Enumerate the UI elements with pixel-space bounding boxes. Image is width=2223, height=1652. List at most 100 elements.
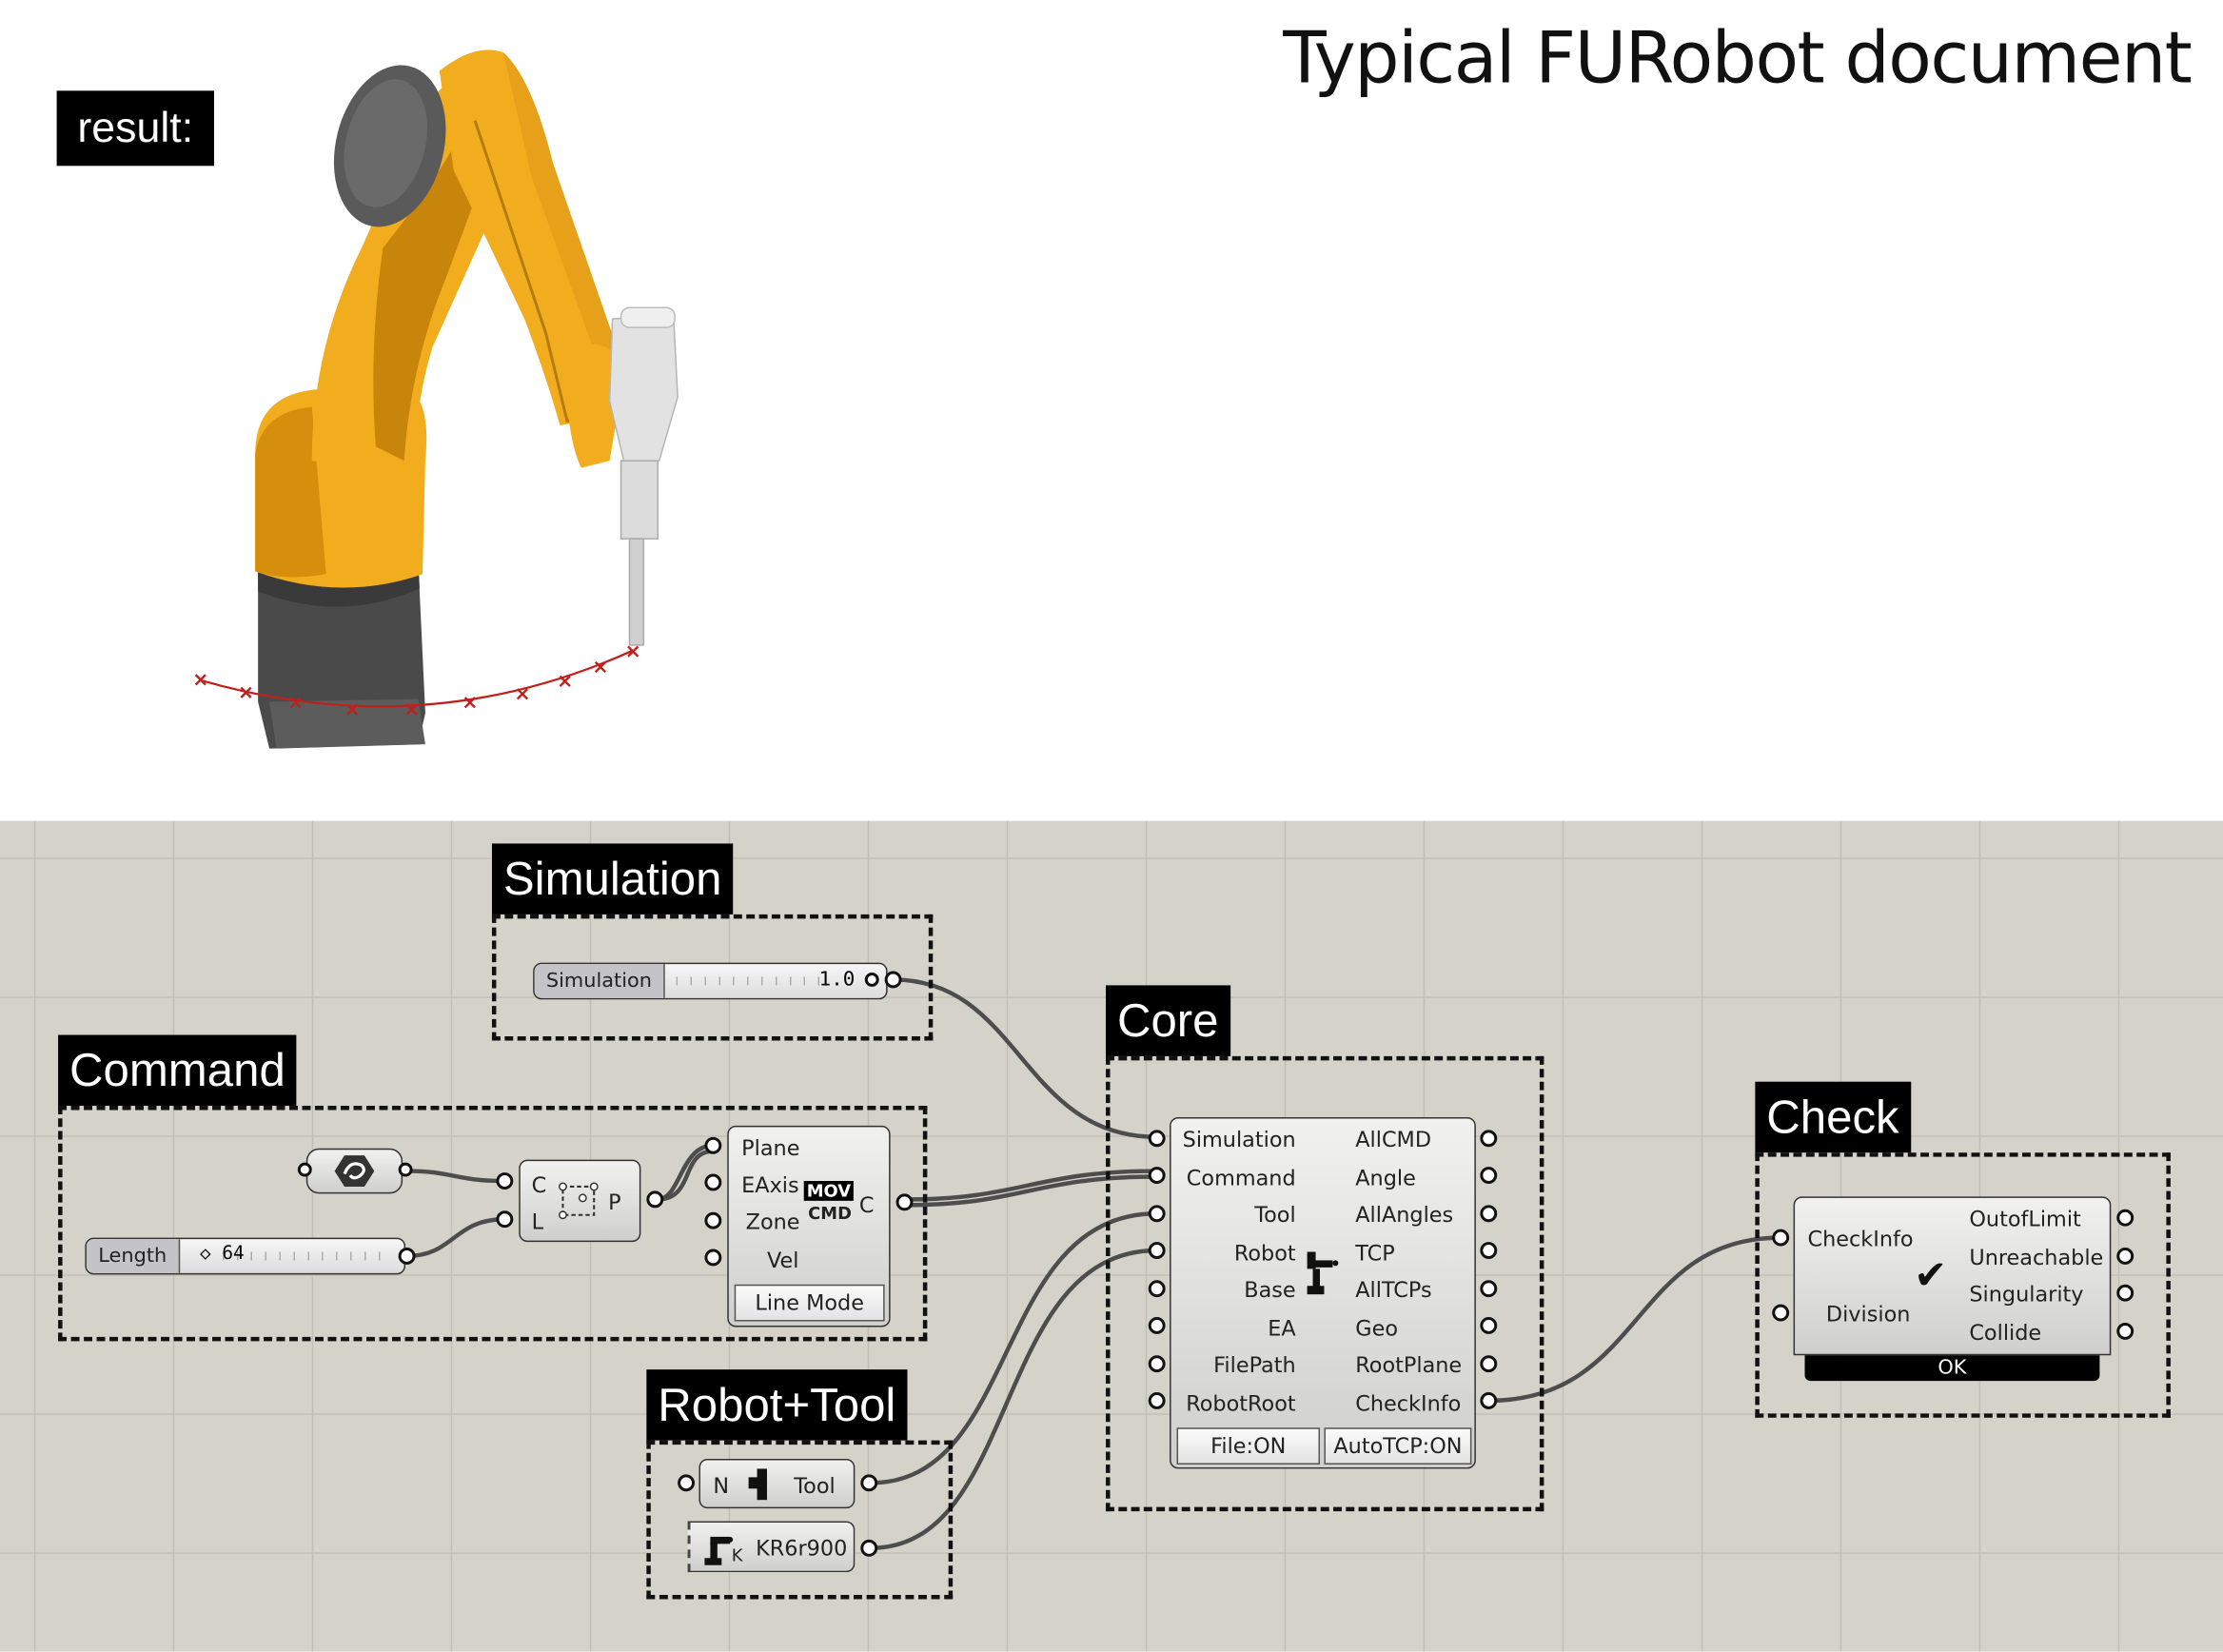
divide-port-p[interactable] bbox=[646, 1190, 664, 1209]
core-output-checkinfo: CheckInfo bbox=[1355, 1389, 1462, 1416]
core-port-simulation[interactable] bbox=[1148, 1130, 1166, 1148]
page-title: Typical FURobot document bbox=[1283, 16, 2193, 100]
core-input-base: Base bbox=[1244, 1277, 1296, 1304]
core-input-robotroot: RobotRoot bbox=[1186, 1389, 1296, 1416]
core-component[interactable]: Simulation Command Tool Robot Base EA Fi… bbox=[1170, 1116, 1476, 1469]
core-port-base[interactable] bbox=[1148, 1280, 1166, 1298]
check-port-outoflimit[interactable] bbox=[2116, 1209, 2134, 1227]
group-simulation bbox=[491, 914, 934, 1041]
check-outputs: OutofLimit Unreachable Singularity Colli… bbox=[1969, 1201, 2103, 1351]
length-slider-output-port[interactable] bbox=[398, 1248, 416, 1265]
check-status-bar: OK bbox=[1804, 1355, 2100, 1382]
core-port-tcp[interactable] bbox=[1480, 1242, 1498, 1259]
core-input-command: Command bbox=[1186, 1164, 1296, 1190]
core-port-ea[interactable] bbox=[1148, 1317, 1166, 1334]
autotcp-toggle-button[interactable]: AutoTCP:ON bbox=[1324, 1427, 1472, 1465]
robot-component[interactable]: K KR6r900 bbox=[687, 1521, 856, 1573]
core-port-checkinfo[interactable] bbox=[1480, 1391, 1498, 1409]
check-port-singularity[interactable] bbox=[2116, 1284, 2134, 1302]
divide-curve-icon bbox=[558, 1182, 599, 1220]
check-mark-icon: ✔ bbox=[1914, 1251, 1948, 1299]
move-badge-cmd: CMD bbox=[808, 1203, 852, 1224]
check-port-collide[interactable] bbox=[2116, 1322, 2134, 1340]
tool-component[interactable]: N Tool bbox=[698, 1459, 856, 1509]
file-toggle-button[interactable]: File:ON bbox=[1176, 1427, 1321, 1465]
move-port-eaxis[interactable] bbox=[704, 1173, 722, 1191]
simulation-slider[interactable]: Simulation 1.0 bbox=[533, 962, 888, 1000]
divide-curve-component[interactable]: C L P bbox=[519, 1159, 641, 1243]
robot-icon bbox=[704, 1536, 734, 1565]
core-output-alltcps: AllTCPs bbox=[1355, 1277, 1432, 1304]
robot-arm-illustration bbox=[194, 49, 679, 749]
length-slider-track[interactable]: ◇ 64 bbox=[180, 1239, 403, 1273]
robot-core-icon bbox=[1307, 1251, 1339, 1295]
divide-port-c[interactable] bbox=[496, 1172, 514, 1190]
move-command-component[interactable]: Plane EAxis Zone Vel MOV CMD C Line Mode bbox=[727, 1125, 891, 1328]
check-output-outoflimit: OutofLimit bbox=[1969, 1206, 2081, 1232]
simulation-slider-grip[interactable] bbox=[864, 973, 879, 987]
core-port-allangles[interactable] bbox=[1480, 1205, 1498, 1223]
move-output-c: C bbox=[858, 1191, 875, 1218]
check-input-division: Division bbox=[1825, 1301, 1911, 1328]
core-input-tool: Tool bbox=[1254, 1202, 1296, 1229]
simulation-slider-label: Simulation bbox=[534, 964, 665, 998]
move-port-zone[interactable] bbox=[704, 1211, 722, 1229]
group-label-check: Check bbox=[1755, 1081, 1911, 1153]
group-check bbox=[1755, 1152, 2171, 1418]
group-label-core: Core bbox=[1106, 985, 1230, 1056]
move-input-eaxis: EAxis bbox=[741, 1172, 799, 1198]
group-robot-tool bbox=[646, 1440, 954, 1600]
core-port-robotroot[interactable] bbox=[1148, 1391, 1166, 1409]
length-slider[interactable]: Length ◇ 64 bbox=[85, 1237, 406, 1275]
core-output-geo: Geo bbox=[1355, 1314, 1398, 1341]
simulation-slider-output-port[interactable] bbox=[884, 971, 902, 989]
move-port-c[interactable] bbox=[895, 1193, 914, 1211]
wire-command-b bbox=[907, 1174, 1157, 1208]
divide-port-l[interactable] bbox=[496, 1210, 514, 1229]
core-port-geo[interactable] bbox=[1480, 1317, 1498, 1334]
robot-sub-label: K bbox=[731, 1544, 743, 1565]
move-input-vel: Vel bbox=[766, 1248, 799, 1273]
core-output-allcmd: AllCMD bbox=[1355, 1127, 1432, 1153]
divide-input-l: L bbox=[531, 1209, 544, 1235]
check-port-checkinfo[interactable] bbox=[1772, 1229, 1790, 1247]
check-input-checkinfo: CheckInfo bbox=[1807, 1226, 1914, 1252]
core-port-robot[interactable] bbox=[1148, 1242, 1166, 1259]
tool-port-output[interactable] bbox=[860, 1474, 878, 1492]
core-port-allcmd[interactable] bbox=[1480, 1130, 1498, 1148]
curve-param-output-port[interactable] bbox=[398, 1162, 413, 1177]
check-output-collide: Collide bbox=[1969, 1319, 2042, 1346]
core-port-tool[interactable] bbox=[1148, 1205, 1166, 1223]
curve-param[interactable] bbox=[305, 1148, 403, 1194]
core-port-rootplane[interactable] bbox=[1480, 1355, 1498, 1373]
group-core bbox=[1106, 1055, 1544, 1512]
move-port-plane[interactable] bbox=[704, 1136, 722, 1154]
check-port-division[interactable] bbox=[1772, 1304, 1790, 1322]
tool-label: Tool bbox=[794, 1472, 836, 1499]
curve-param-input-port[interactable] bbox=[297, 1162, 312, 1177]
core-port-filepath[interactable] bbox=[1148, 1355, 1166, 1373]
core-input-filepath: FilePath bbox=[1213, 1352, 1296, 1379]
curve-param-icon bbox=[334, 1155, 375, 1187]
tool-port-n[interactable] bbox=[678, 1474, 696, 1492]
core-output-ports bbox=[1480, 1130, 1500, 1442]
simulation-slider-track[interactable]: 1.0 bbox=[665, 964, 886, 998]
divide-output-p: P bbox=[608, 1189, 621, 1215]
check-component[interactable]: CheckInfo Division ✔ OutofLimit Unreacha… bbox=[1793, 1196, 2112, 1356]
core-output-rootplane: RootPlane bbox=[1355, 1352, 1463, 1379]
move-port-vel[interactable] bbox=[704, 1249, 722, 1267]
move-input-plane: Plane bbox=[741, 1135, 800, 1162]
core-output-tcp: TCP bbox=[1355, 1239, 1395, 1266]
slider-ticks bbox=[222, 1251, 387, 1261]
core-port-angle[interactable] bbox=[1480, 1167, 1498, 1184]
check-port-unreachable[interactable] bbox=[2116, 1248, 2134, 1265]
divide-input-c: C bbox=[531, 1172, 547, 1198]
core-output-angle: Angle bbox=[1355, 1164, 1416, 1190]
core-port-command[interactable] bbox=[1148, 1167, 1166, 1184]
line-mode-button[interactable]: Line Mode bbox=[734, 1284, 885, 1322]
group-label-robot-tool: Robot+Tool bbox=[646, 1369, 908, 1441]
core-port-alltcps[interactable] bbox=[1480, 1280, 1498, 1298]
core-input-simulation: Simulation bbox=[1182, 1127, 1296, 1153]
robot-port-output[interactable] bbox=[860, 1539, 878, 1557]
